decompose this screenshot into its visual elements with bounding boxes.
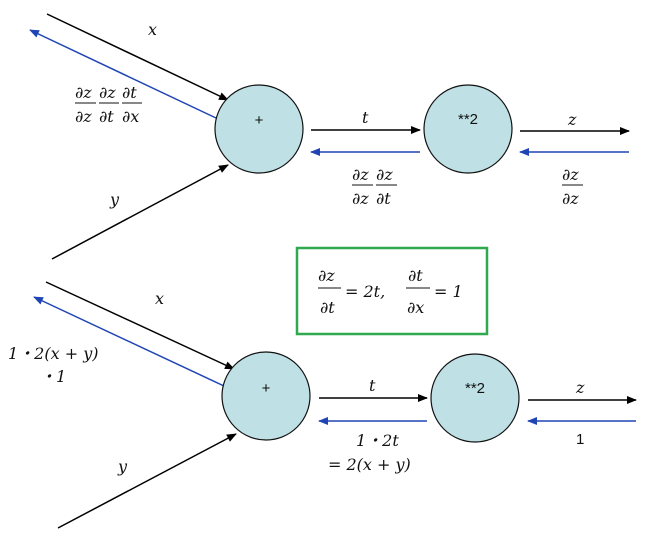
- top-grad-t: ∂z ∂z ∂z ∂t: [352, 165, 397, 208]
- bottom-x-label: x: [155, 289, 164, 308]
- top-x-backward-edge: [29, 29, 217, 119]
- top-graph: x y ∂z ∂z ∂z ∂t ∂t ∂x + t ∂z ∂z ∂z: [29, 13, 630, 260]
- bottom-t-label: t: [369, 376, 376, 395]
- top-grad-x: ∂z ∂z ∂z ∂t ∂t ∂x: [75, 83, 142, 126]
- bottom-grad-z: 1: [576, 431, 584, 448]
- bottom-grad-x-line1: 1・2(x + y): [8, 344, 99, 363]
- top-y-label: y: [109, 190, 120, 209]
- bottom-z-label: z: [575, 378, 585, 397]
- top-z-label: z: [567, 110, 577, 129]
- bottom-square-node-label: **2: [465, 380, 485, 397]
- bottom-x-backward-edge: [33, 296, 225, 387]
- bottom-add-node-label: +: [262, 380, 271, 397]
- top-grad-t-n2: ∂z: [376, 165, 393, 184]
- bottom-y-label: y: [117, 457, 128, 476]
- bottom-grad-t-line2: = 2(x + y): [328, 455, 411, 474]
- bottom-square-node: [430, 353, 520, 443]
- top-grad-t-d2: ∂t: [376, 189, 391, 208]
- top-grad-t-n1: ∂z: [352, 165, 369, 184]
- top-grad-z-d1: ∂z: [562, 189, 579, 208]
- top-add-node: [214, 84, 304, 174]
- bottom-graph: x y 1・2(x + y) ・1 + t 1・2t = 2(x + y) **…: [8, 281, 637, 529]
- top-y-forward-edge: [51, 164, 229, 260]
- top-grad-t-d1: ∂z: [352, 189, 369, 208]
- bottom-grad-t-line1: 1・2t: [356, 431, 399, 450]
- bottom-add-node: [221, 351, 311, 441]
- top-grad-x-n3: ∂t: [122, 83, 137, 102]
- top-x-label: x: [148, 20, 157, 39]
- top-grad-x-d1: ∂z: [75, 107, 92, 126]
- box-frac2-num: ∂t: [408, 266, 423, 285]
- top-grad-x-d3: ∂x: [122, 107, 139, 126]
- bottom-y-forward-edge: [57, 433, 237, 529]
- top-x-forward-edge: [46, 13, 229, 101]
- top-grad-x-n1: ∂z: [75, 83, 92, 102]
- top-t-label: t: [362, 108, 369, 127]
- top-grad-z-n1: ∂z: [562, 165, 579, 184]
- top-square-node-label: **2: [458, 111, 478, 128]
- derivative-box-border: [295, 246, 489, 336]
- bottom-x-forward-edge: [45, 281, 235, 370]
- top-add-node-label: +: [255, 112, 264, 129]
- box-frac1-den: ∂t: [320, 298, 335, 317]
- top-grad-x-n2: ∂z: [99, 83, 116, 102]
- top-square-node: [423, 84, 513, 174]
- box-frac1-num: ∂z: [318, 266, 335, 285]
- bottom-grad-x-line2: ・1: [40, 367, 66, 386]
- box-eq2: = 1: [434, 282, 463, 301]
- top-grad-z: ∂z ∂z: [562, 165, 583, 208]
- box-frac2-den: ∂x: [407, 298, 424, 317]
- derivative-box: ∂z ∂t = 2t, ∂t ∂x = 1: [295, 246, 489, 336]
- box-eq1: = 2t,: [345, 282, 385, 301]
- top-grad-x-d2: ∂t: [99, 107, 114, 126]
